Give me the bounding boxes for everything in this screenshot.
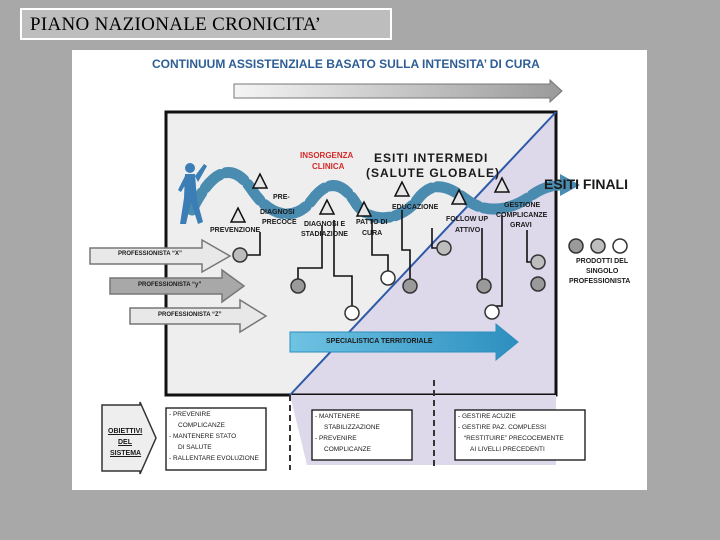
stage-gestione-line-3: GRAVI <box>510 222 532 229</box>
obiettivi-line-2: DEL <box>118 439 132 446</box>
esiti-intermedi-line-1: ESITI INTERMEDI <box>374 151 489 165</box>
prodotti-line-3: PROFESSIONISTA <box>569 278 631 285</box>
slide-title: PIANO NAZIONALE CRONICITA’ <box>30 14 322 35</box>
professionista-z-label: PROFESSIONISTA “Z” <box>158 312 222 318</box>
prodotti-line-2: SINGOLO <box>586 268 619 275</box>
stage-prevenzione: PREVENZIONE <box>210 227 261 234</box>
goals2-line-2: STABILIZZAZIONE <box>324 424 380 431</box>
arrow-professionista-z <box>129 298 268 334</box>
diagram-canvas <box>89 78 628 475</box>
stage-diagnosi-line-2: STADIAZIONE <box>301 231 348 238</box>
stage-pre-line-3: PRECOCE <box>262 219 297 226</box>
esiti-intermedi-line-2: (SALUTE GLOBALE) <box>366 166 500 180</box>
triangle-follow-up <box>450 188 468 205</box>
diagram-panel: CONTINUUM ASSISTENZIALE BASATO SULLA INT… <box>72 50 647 490</box>
triangle-educazione <box>393 180 411 197</box>
stage-patto-line-1: PATTO DI <box>356 219 388 226</box>
triangle-prevenzione <box>229 206 247 223</box>
obiettivi-arrow <box>101 401 157 475</box>
stage-follow-up-line-1: FOLLOW UP <box>446 216 488 223</box>
goals2-line-3: - PREVENIRE <box>315 435 357 442</box>
wave-arrowhead <box>560 174 580 196</box>
stage-gestione-line-1: GESTIONE <box>504 202 541 209</box>
stage-follow-up-line-2: ATTIVO <box>455 227 481 234</box>
triangle-diagnosi <box>318 198 336 215</box>
insorgenza-line-1: INSORGENZA <box>300 151 354 160</box>
insorgenza-line-2: CLINICA <box>312 162 345 171</box>
goals-box-2 <box>311 409 413 461</box>
goals1-line-4: DI SALUTE <box>178 444 212 451</box>
goals1-line-1: - PREVENIRE <box>169 411 211 418</box>
goals3-line-1: - GESTIRE ACUZIE <box>458 413 516 420</box>
obiettivi-line-3: SISTEMA <box>110 450 142 457</box>
professional-arrows <box>89 238 268 334</box>
header-arrow <box>233 78 563 104</box>
goals1-line-2: COMPLICANZE <box>178 422 225 429</box>
stage-educazione: EDUCAZIONE <box>392 204 439 211</box>
goals3-line-3: “RESTITUIRE” PRECOCEMENTE <box>464 435 564 442</box>
arrow-professionista-x <box>89 238 232 274</box>
slide-title-box: PIANO NAZIONALE CRONICITA’ <box>20 8 392 40</box>
arrow-professionista-y <box>109 268 246 304</box>
stage-gestione-line-2: COMPLICANZE <box>496 212 548 219</box>
goals1-line-5: - RALLENTARE EVOLUZIONE <box>169 455 259 462</box>
obiettivi-line-1: OBIETTIVI <box>108 428 143 435</box>
triangle-patto <box>355 200 373 217</box>
goals3-line-2: - GESTIRE PAZ. COMPLESSI <box>458 424 547 431</box>
specialistica-arrow <box>289 322 519 362</box>
goals2-line-4: COMPLICANZE <box>324 446 371 453</box>
goals2-line-1: - MANTENERE <box>315 413 360 420</box>
stage-diagnosi-line-1: DIAGNOSI E <box>304 221 346 228</box>
esiti-finali: ESITI FINALI <box>544 176 628 192</box>
goals-box-1 <box>165 407 267 471</box>
stage-pre-line-2: DIAGNOSI <box>260 209 295 216</box>
prodotti-line-1: PRODOTTI DEL <box>576 258 629 265</box>
professionista-x-label: PROFESSIONISTA “X” <box>118 251 183 257</box>
stage-triangles <box>229 172 511 223</box>
professionista-y-label: PROFESSIONISTA “y” <box>138 282 202 288</box>
product-circles <box>232 238 628 321</box>
care-path-wave <box>186 167 568 224</box>
goals3-line-4: AI LIVELLI PRECEDENTI <box>470 446 545 453</box>
stage-patto-line-2: CURA <box>362 230 383 237</box>
triangle-pre-diagnosi <box>251 172 269 189</box>
header-title: CONTINUUM ASSISTENZIALE BASATO SULLA INT… <box>152 57 540 71</box>
goals1-line-3: - MANTENERE STATO <box>169 433 237 440</box>
specialistica-label: SPECIALISTICA TERRITORIALE <box>326 338 433 345</box>
goals-box-3 <box>454 409 586 461</box>
stage-pre-line-1: PRE- <box>273 194 290 201</box>
triangle-gestione <box>493 176 511 193</box>
runner-figure <box>178 163 207 224</box>
